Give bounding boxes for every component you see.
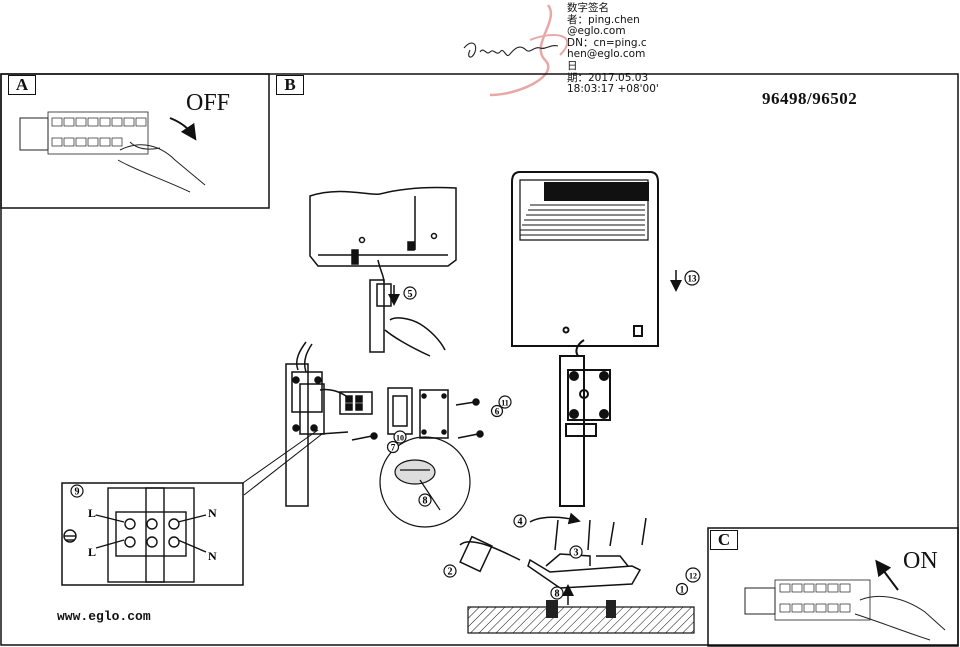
lamp-head-open-illustration — [309, 186, 457, 357]
signature-line: 者：ping.chen — [567, 13, 640, 26]
signature-line: DN：cn=ping.c — [567, 36, 647, 49]
callout-line — [243, 433, 323, 496]
step-10-text: 10 — [396, 434, 404, 443]
panel-c-box — [707, 527, 959, 647]
signature-line: 日 — [567, 59, 578, 72]
step-4-badge: 4 — [513, 514, 527, 528]
outer-frame — [0, 73, 959, 646]
breaker-switch-on-illustration — [744, 579, 946, 641]
step-5-text: 5 — [408, 289, 413, 300]
step-9-text: 9 — [75, 487, 80, 498]
step-8-badge-detail: 8 — [418, 493, 432, 507]
step-8-text: 8 — [423, 496, 428, 507]
callout-line — [239, 429, 319, 486]
model-number: 96498/96502 — [762, 89, 858, 108]
website-url: www.eglo.com — [57, 609, 151, 624]
step-9-badge: 9 — [70, 484, 84, 498]
step-7-badge: 7 — [386, 440, 400, 454]
on-label: ON — [903, 548, 938, 574]
signature-line: hen@eglo.com — [567, 48, 646, 61]
terminal-block-illustration — [63, 487, 207, 583]
step-11-badge: 11 — [498, 395, 512, 409]
signature-line: 18:03:17 +08'00' — [567, 83, 659, 96]
off-arrow — [169, 117, 197, 141]
step-1-text: 1 — [680, 585, 685, 595]
step-4-text: 4 — [518, 517, 523, 528]
signature-line: 数字签名 — [567, 2, 609, 14]
wire-label-l-top: L — [88, 506, 96, 520]
ground-anchor — [606, 600, 616, 618]
mounting-plate-illustration — [459, 512, 647, 589]
step-13-badge: 12 — [685, 567, 701, 583]
step-2-badge: 2 — [443, 564, 457, 578]
wiring-labels: L L N N — [88, 506, 217, 563]
step-12-text: 13 — [688, 274, 698, 284]
step-7-text: 7 — [391, 443, 396, 453]
cable-gland-detail — [379, 436, 471, 528]
step-3-badge: 3 — [569, 545, 583, 559]
panel-a-box — [0, 73, 270, 209]
post-with-connector-illustration — [285, 341, 373, 507]
signature-line: @eglo.com — [567, 25, 626, 38]
wire-label-l-bottom: L — [88, 545, 96, 559]
panel-c-label: C — [710, 530, 738, 550]
step-5-badge: 5 — [403, 286, 417, 300]
off-label: OFF — [186, 90, 231, 116]
step-6-text: 6 — [495, 407, 500, 417]
ground-anchor — [546, 600, 558, 618]
signature-block: 数字签名 者：ping.chen @eglo.com DN：cn=ping.c … — [567, 2, 659, 96]
signature-handwriting — [463, 4, 569, 97]
breaker-switch-off-illustration — [19, 111, 206, 193]
step-13-text: 12 — [689, 572, 697, 581]
step-8-text: 8 — [555, 589, 560, 600]
step-10-badge: 10 — [393, 430, 407, 444]
step-6-badge: 6 — [490, 404, 504, 418]
panel-a-label: A — [8, 75, 36, 95]
step-3-text: 3 — [574, 548, 579, 559]
step-12-badge: 13 — [684, 270, 700, 286]
step-1-badge: 1 — [675, 582, 689, 596]
step-2-text: 2 — [448, 567, 453, 578]
step-8-badge-base: 8 — [550, 586, 564, 600]
signature-line: 期：2017.05.03 — [567, 71, 649, 84]
ground-hatch — [467, 606, 695, 634]
wire-label-n-top: N — [208, 506, 217, 520]
step-callouts: 5 13 11 6 10 7 8 4 3 2 8 12 1 9 — [70, 270, 701, 600]
lamp-assembled-illustration — [511, 171, 659, 507]
wire-label-n-bottom: N — [208, 549, 217, 563]
on-arrow — [875, 559, 899, 591]
step-11-text: 11 — [501, 399, 509, 408]
panel-b-label: B — [276, 75, 304, 95]
wiring-inset-box — [61, 482, 244, 586]
